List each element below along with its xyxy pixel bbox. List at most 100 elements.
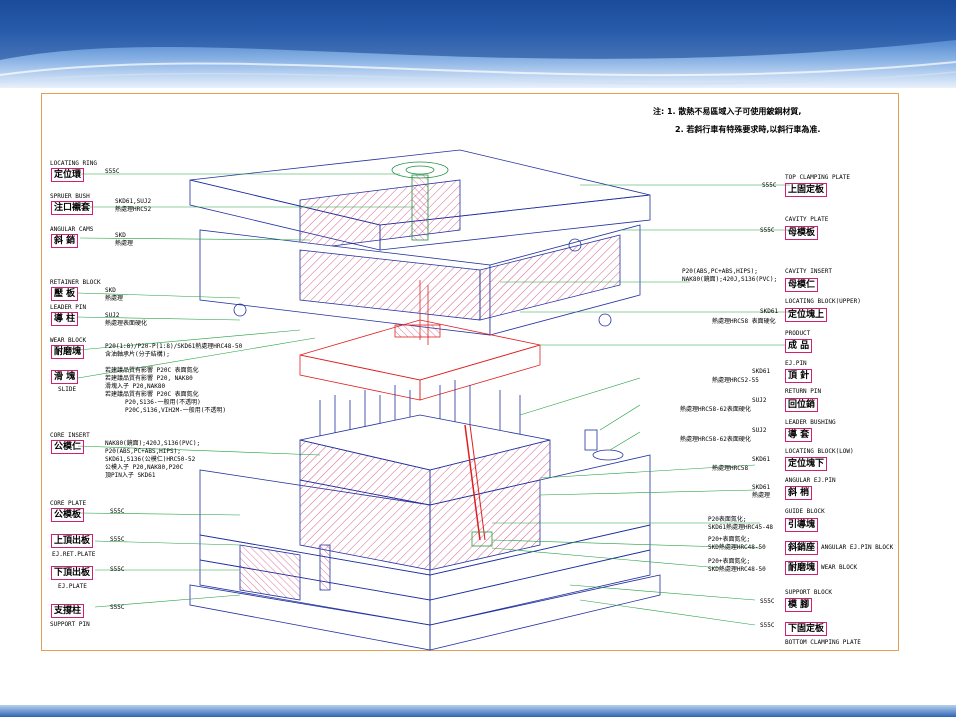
label-cn-locating-block-upper: 定位塊上 [785,308,828,322]
sub-cavity-insert: NAK80(鏡面);420J,S136(PVC); [682,276,778,283]
sub-return-pin: 熱處理HRC58-62表面硬化 [680,406,751,413]
label-en-angular-cams: ANGULAR CAMS [50,226,94,233]
label-en-slide: SLIDE [58,386,77,393]
code-locating-ring: S55C [105,168,120,175]
wave-decoration [0,0,956,85]
label-en-support-pin: SUPPORT PIN [50,621,90,628]
sub-locating-block-low: 熱處理HRC58 [712,465,749,472]
sub-leader-bushing: 熱處理HRC58-62表面硬化 [680,436,751,443]
label-cn-top-clamping-plate: 上固定板 [785,183,828,197]
code-wear-block-right: P20+表面氮化; [708,558,751,565]
label-cn-ej-ret-plate: 上頂出板 [51,534,94,548]
label-cn-core-plate: 公模板 [51,508,85,522]
code-return-pin: SUJ2 [752,397,767,404]
label-cn-slide: 滑 塊 [51,370,79,384]
label-en-product: PRODUCT [785,330,811,337]
sub-guide-block: SKD61熱處理HRC45-48 [708,524,773,531]
label-cn-retainer-block: 壓 板 [51,287,79,301]
code-support-pin: S55C [110,604,125,611]
code-ej-pin: SKD61 [752,368,771,375]
label-en-ej-pin: EJ.PIN [785,360,807,367]
code-top-clamping-plate: S55C [762,182,777,189]
code-guide-block: P20表面氮化; [708,516,747,523]
label-cn-ej-pin: 頂 針 [785,369,813,383]
footer-band [0,705,956,717]
sub-wear-block: 含油軸承片(分子結構); [105,351,170,358]
code-slide: 若建議品質有影響 P20C 表面氮化 [105,367,199,374]
label-cn-core-insert: 公模仁 [51,440,85,454]
code-cavity-plate: S55C [760,227,775,234]
slide-extra-2: 若建議品質有影響 P20C 表面氮化 [105,391,199,398]
label-cn-leader-bushing: 導 套 [785,428,813,442]
sub-leader-pin: 熱處理表面硬化 [105,320,148,327]
sub-locating-block-upper: 熱處理HRC58 表面硬化 [712,318,776,325]
sub-angular-ej-pin: 熱處理 [752,492,771,499]
code-bottom-clamping-plate: S55C [760,622,775,629]
sub-retainer-block: 熱處理 [105,295,124,302]
sub-angular-cams: 熱處理 [115,240,134,247]
code-ej-plate: S55C [110,566,125,573]
label-en-core-plate: CORE PLATE [50,500,87,507]
code-angular-ej-pin: SKD61 [752,484,771,491]
label-en-sprue-bush: SPRUER BUSH [50,193,90,200]
label-en-wear-block-right: WEAR BLOCK [821,564,858,571]
label-cn-cavity-plate: 母模板 [785,226,819,240]
label-cn-guide-block: 引導塊 [785,518,819,532]
label-en-ej-plate: EJ.PLATE [58,583,87,590]
sub-wear-block-right: SKD熱處理HRC48-50 [708,566,766,573]
label-cn-sprue-bush: 注口襯套 [51,201,94,215]
sub-sprue-bush: 熱處理HRC52 [115,206,152,213]
code-cavity-insert: P20(ABS,PC+ABS,HIPS); [682,268,758,275]
label-cn-wear-block: 耐磨塊 [51,345,85,359]
slide-extra-4: P20C,S136,VIH2M-一般用(不透明) [125,407,227,414]
note-line-2: 2. 若斜行車有特殊要求時,以斜行車為准. [675,125,821,134]
label-en-locating-block-low: LOCATING BLOCK(LOW) [785,448,854,455]
label-cn-leader-pin: 導 柱 [51,312,79,326]
label-cn-wear-block-right: 耐磨塊 [785,561,819,575]
code-ej-ret-plate: S55C [110,536,125,543]
code-angular-cams: SKD [115,232,126,239]
code-locating-block-upper: SKD61 [760,308,779,315]
sub-ej-pin: 熱處理HRC52-55 [712,377,759,384]
code-retainer-block: SKD [105,287,116,294]
sub-core-insert: P20(ABS,PC+ABS,HIPS); [105,448,181,455]
label-en-locating-ring: LOCATING RING [50,160,97,167]
label-cn-support-block: 模 腳 [785,598,813,612]
code-locating-block-low: SKD61 [752,456,771,463]
label-cn-locating-ring: 定位環 [51,168,85,182]
label-en-bottom-clamping-plate: BOTTOM CLAMPING PLATE [785,639,861,646]
label-en-wear-block: WEAR BLOCK [50,337,87,344]
core-extra-3: 頂PIN入子 SKD61 [105,472,156,479]
label-en-leader-pin: LEADER PIN [50,304,87,311]
label-cn-cavity-insert: 母模仁 [785,278,819,292]
label-en-locating-block-upper: LOCATING BLOCK(UPPER) [785,298,861,305]
label-en-leader-bushing: LEADER BUSHING [785,419,836,426]
code-sprue-bush: SKD61,SUJ2 [115,198,152,205]
code-leader-bushing: SUJ2 [752,427,767,434]
label-en-retainer-block: RETAINER BLOCK [50,279,101,286]
label-cn-angular-ej-pin-block: 斜銷座 [785,541,819,555]
note-line-1: 注: 1. 散熱不易區域入子可使用鈹銅材質, [653,107,802,116]
code-core-insert: NAK80(鏡面);420J,S136(PVC); [105,440,201,447]
label-cn-return-pin: 回位銷 [785,398,819,412]
label-en-guide-block: GUIDE BLOCK [785,508,825,515]
label-en-cavity-insert: CAVITY INSERT [785,268,832,275]
code-support-block: S55C [760,598,775,605]
label-cn-angular-ej-pin: 斜 梢 [785,486,813,500]
slide-extra-3: P20,S136-一般用(不透明) [125,399,201,406]
label-cn-locating-block-low: 定位塊下 [785,457,828,471]
code-wear-block: P20(1:8)/P20-P(1:8)/SKD61熱處理HRC48-50 [105,343,243,350]
label-cn-product: 成 品 [785,339,813,353]
code-core-plate: S55C [110,508,125,515]
label-en-angular-ej-pin: ANGULAR EJ.PIN [785,477,836,484]
code-angular-ej-pin-block: P20+表面氮化; [708,536,751,543]
label-en-cavity-plate: CAVITY PLATE [785,216,829,223]
label-cn-angular-cams: 斜 銷 [51,234,79,248]
label-en-return-pin: RETURN PIN [785,388,822,395]
label-en-top-clamping-plate: TOP CLAMPING PLATE [785,174,851,181]
sub-angular-ej-pin-block: SKD熱處理HRC48-50 [708,544,766,551]
sub-slide: 若建議品質有影響 P20, NAK80 [105,375,193,382]
slide-extra-1: 滑塊入子 P20,NAK80 [105,383,166,390]
label-en-core-insert: CORE INSERT [50,432,90,439]
